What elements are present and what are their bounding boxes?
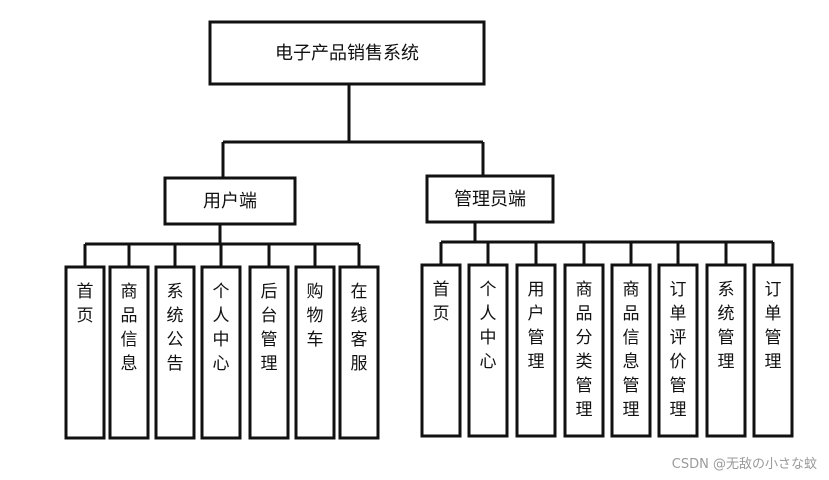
child-node-1-7-label: 订单管理 (765, 280, 782, 372)
child-node-1-5-box (657, 263, 699, 438)
watermark: CSDN @无敌の小さな蚊 (671, 457, 817, 472)
child-node-1-3-box (563, 263, 605, 438)
child-node-1-3: 商品分类管理 (563, 263, 605, 438)
child-node-1-5-label: 订单评价管理 (670, 280, 687, 420)
child-node-1-1-label: 个人中心 (480, 280, 497, 372)
child-node-1-0: 首页 (420, 263, 462, 438)
child-node-1-0-label: 首页 (433, 280, 450, 324)
child-node-1-4-label: 商品信息管理 (623, 280, 640, 420)
child-node-1-7: 订单管理 (752, 263, 794, 438)
child-node-1-1-box (467, 263, 509, 438)
child-node-0-3-box (200, 265, 242, 440)
child-node-0-0-box (64, 265, 106, 440)
child-node-0-5-label: 购物车 (307, 282, 324, 350)
child-node-0-0: 首页 (64, 265, 106, 440)
child-node-1-6-box (705, 263, 747, 438)
child-node-1-6: 系统管理 (705, 263, 747, 438)
root-node: 电子产品销售系统 (208, 20, 486, 86)
branch-node-1: 管理员端 (425, 174, 555, 224)
child-node-0-6-box (338, 265, 380, 440)
child-node-1-3-label: 商品分类管理 (576, 280, 593, 420)
child-node-0-6-label: 在线客服 (351, 282, 368, 374)
root-label: 电子产品销售系统 (275, 43, 419, 64)
child-node-1-5: 订单评价管理 (657, 263, 699, 438)
child-node-0-2-label: 系统公告 (167, 282, 184, 374)
child-node-1-6-label: 系统管理 (718, 280, 735, 372)
child-node-0-4: 后台管理 (248, 265, 290, 440)
child-node-0-3-label: 个人中心 (213, 282, 230, 374)
branch-label-1: 管理员端 (454, 189, 526, 210)
branch-node-0: 用户端 (163, 176, 297, 226)
child-node-0-5: 购物车 (294, 265, 336, 440)
branch-label-0: 用户端 (203, 191, 257, 212)
child-node-0-0-label: 首页 (77, 282, 94, 326)
child-node-0-1-label: 商品信息 (121, 282, 138, 374)
child-node-1-4: 商品信息管理 (610, 263, 652, 438)
child-node-0-3: 个人中心 (200, 265, 242, 440)
child-node-1-2: 用户管理 (515, 263, 557, 438)
child-node-1-7-box (752, 263, 794, 438)
child-node-0-1-box (108, 265, 150, 440)
child-node-1-4-box (610, 263, 652, 438)
child-node-1-2-label: 用户管理 (528, 280, 545, 372)
child-node-1-1: 个人中心 (467, 263, 509, 438)
child-node-0-4-box (248, 265, 290, 440)
branch-node-0-box (163, 176, 297, 226)
root-node-box (208, 20, 486, 86)
child-node-0-5-box (294, 265, 336, 440)
child-node-0-2: 系统公告 (154, 265, 196, 440)
child-node-0-4-label: 后台管理 (261, 282, 278, 374)
child-node-0-1: 商品信息 (108, 265, 150, 440)
child-node-1-0-box (420, 263, 462, 438)
branch-node-1-box (425, 174, 555, 224)
child-node-0-6: 在线客服 (338, 265, 380, 440)
child-node-0-2-box (154, 265, 196, 440)
child-node-1-2-box (515, 263, 557, 438)
